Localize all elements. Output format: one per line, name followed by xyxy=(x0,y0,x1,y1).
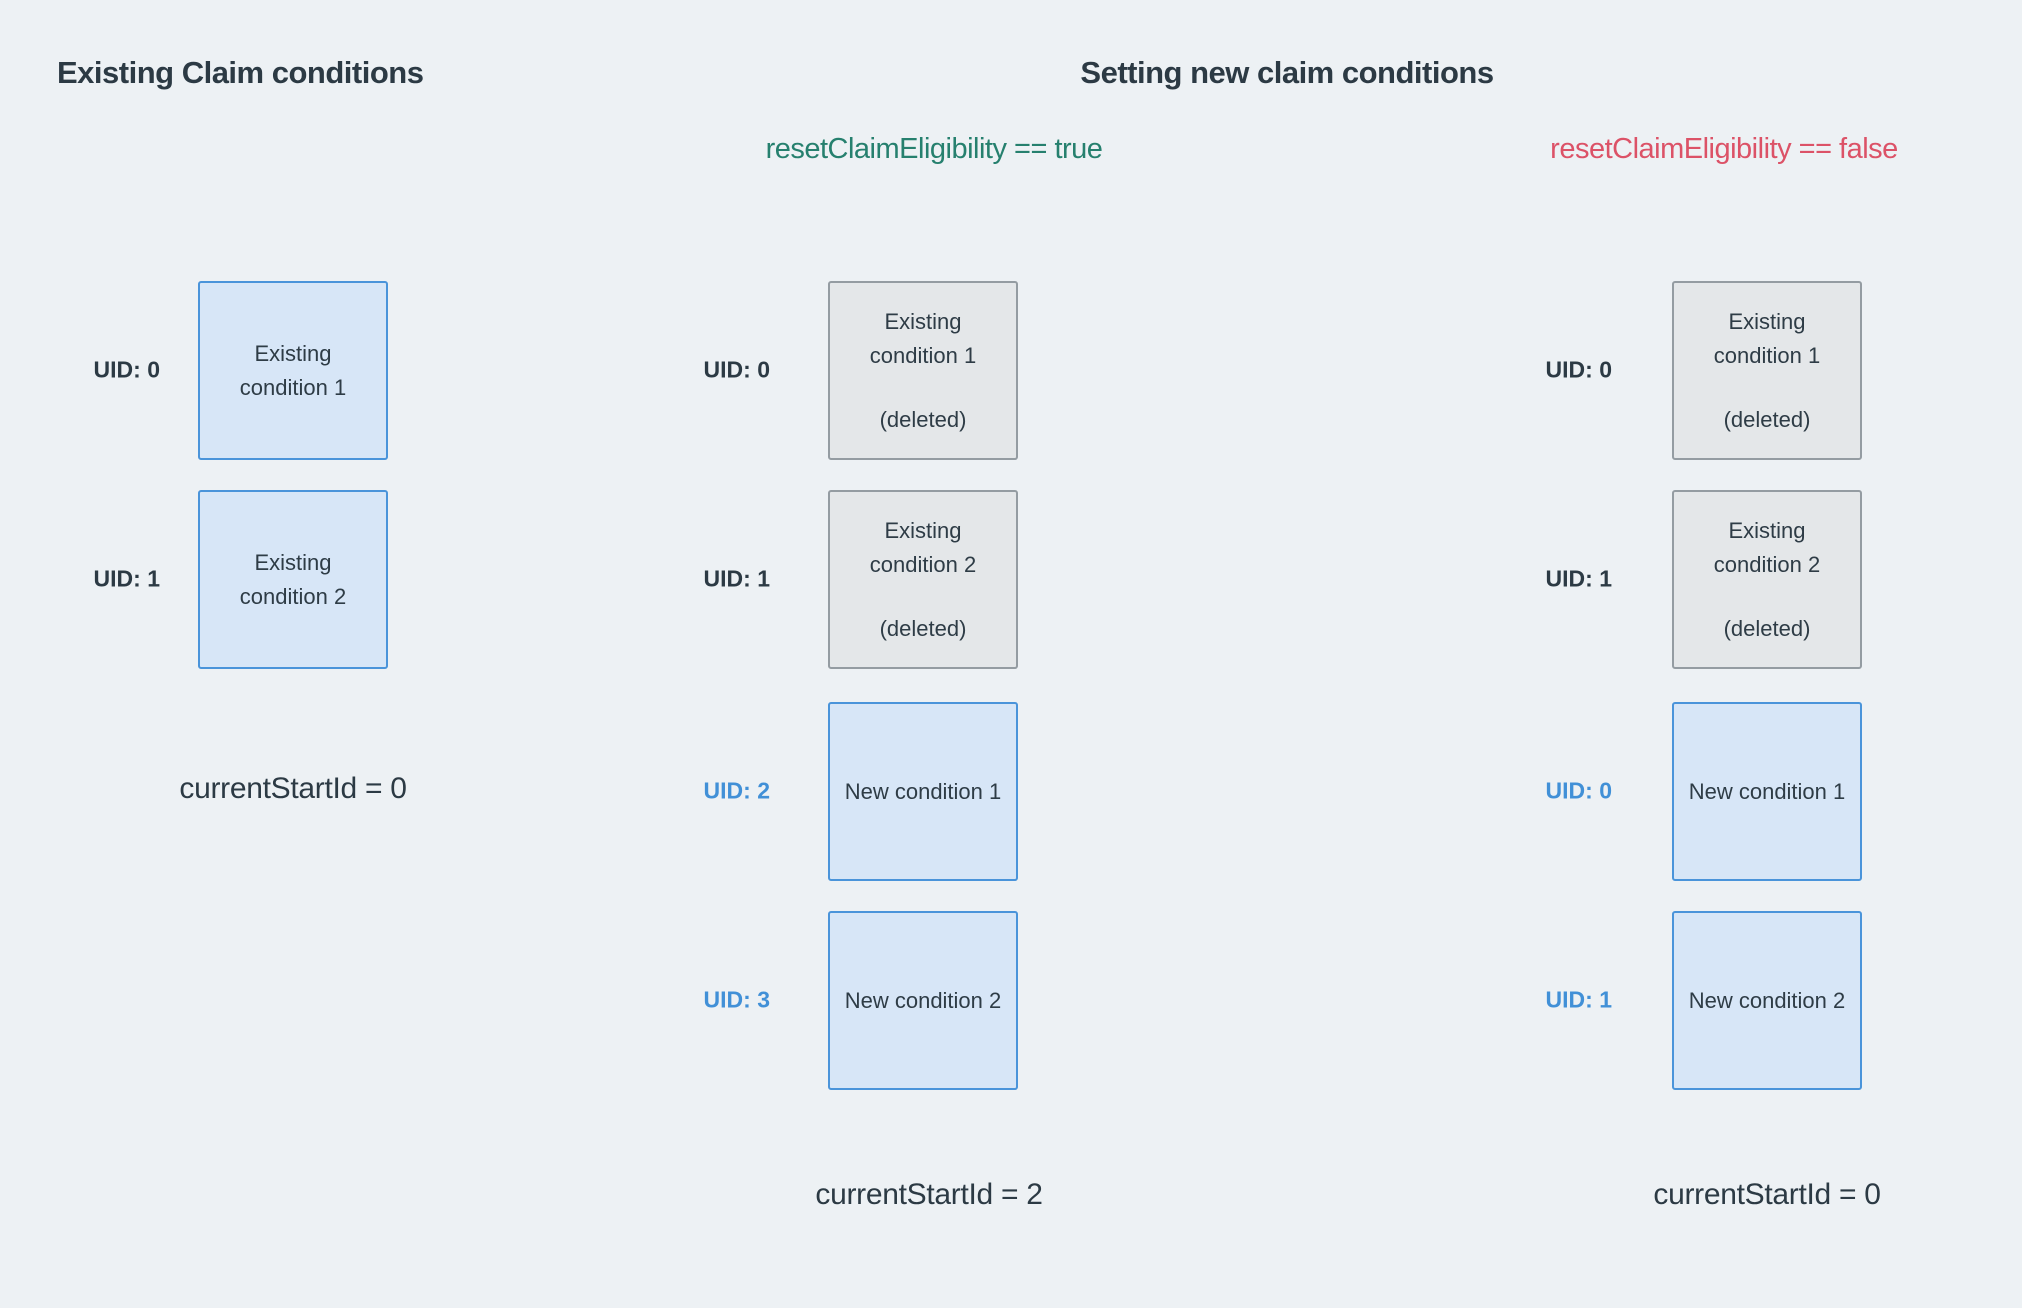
uid-label: UID: 1 xyxy=(93,565,160,592)
condition-box-label: New condition 1 xyxy=(1688,778,1846,804)
condition-box-deleted: Existing condition 1 (deleted) xyxy=(1672,281,1862,460)
reset-eligibility-false-label: resetClaimEligibility == false xyxy=(1550,133,1898,165)
condition-box-deleted: Existing condition 2 (deleted) xyxy=(828,490,1018,669)
current-start-id-true: currentStartId = 2 xyxy=(815,1178,1043,1211)
deleted-note: (deleted) xyxy=(1723,615,1811,641)
condition-box-label: New condition 1 xyxy=(844,778,1002,804)
condition-box-label: Existing condition 2 xyxy=(239,549,347,609)
condition-box: New condition 1 xyxy=(1672,702,1862,881)
condition-box: Existing condition 2 xyxy=(198,490,388,669)
setting-new-claims-title: Setting new claim conditions xyxy=(1080,55,1494,90)
deleted-note: (deleted) xyxy=(879,406,967,432)
existing-claims-title: Existing Claim conditions xyxy=(57,55,424,90)
deleted-note: (deleted) xyxy=(1723,406,1811,432)
condition-box-label: New condition 2 xyxy=(844,987,1002,1013)
uid-label: UID: 0 xyxy=(703,356,770,383)
condition-box: New condition 2 xyxy=(1672,911,1862,1090)
uid-label: UID: 0 xyxy=(1545,356,1612,383)
deleted-note: (deleted) xyxy=(879,615,967,641)
current-start-id-existing: currentStartId = 0 xyxy=(179,772,407,805)
uid-label: UID: 1 xyxy=(703,565,770,592)
condition-box-label: Existing condition 1 xyxy=(869,308,977,368)
condition-box-label: Existing condition 2 xyxy=(869,517,977,577)
uid-label: UID: 3 xyxy=(703,986,770,1013)
condition-box: Existing condition 1 xyxy=(198,281,388,460)
uid-label: UID: 1 xyxy=(1545,986,1612,1013)
condition-box-label: Existing condition 1 xyxy=(239,340,347,400)
uid-label: UID: 2 xyxy=(703,777,770,804)
condition-box-deleted: Existing condition 1 (deleted) xyxy=(828,281,1018,460)
reset-eligibility-true-label: resetClaimEligibility == true xyxy=(765,133,1103,165)
condition-box-deleted: Existing condition 2 (deleted) xyxy=(1672,490,1862,669)
uid-label: UID: 0 xyxy=(93,356,160,383)
uid-label: UID: 1 xyxy=(1545,565,1612,592)
current-start-id-false: currentStartId = 0 xyxy=(1653,1178,1881,1211)
condition-box: New condition 1 xyxy=(828,702,1018,881)
condition-box-label: Existing condition 1 xyxy=(1713,308,1821,368)
condition-box-label: Existing condition 2 xyxy=(1713,517,1821,577)
condition-box: New condition 2 xyxy=(828,911,1018,1090)
uid-label: UID: 0 xyxy=(1545,777,1612,804)
condition-box-label: New condition 2 xyxy=(1688,987,1846,1013)
